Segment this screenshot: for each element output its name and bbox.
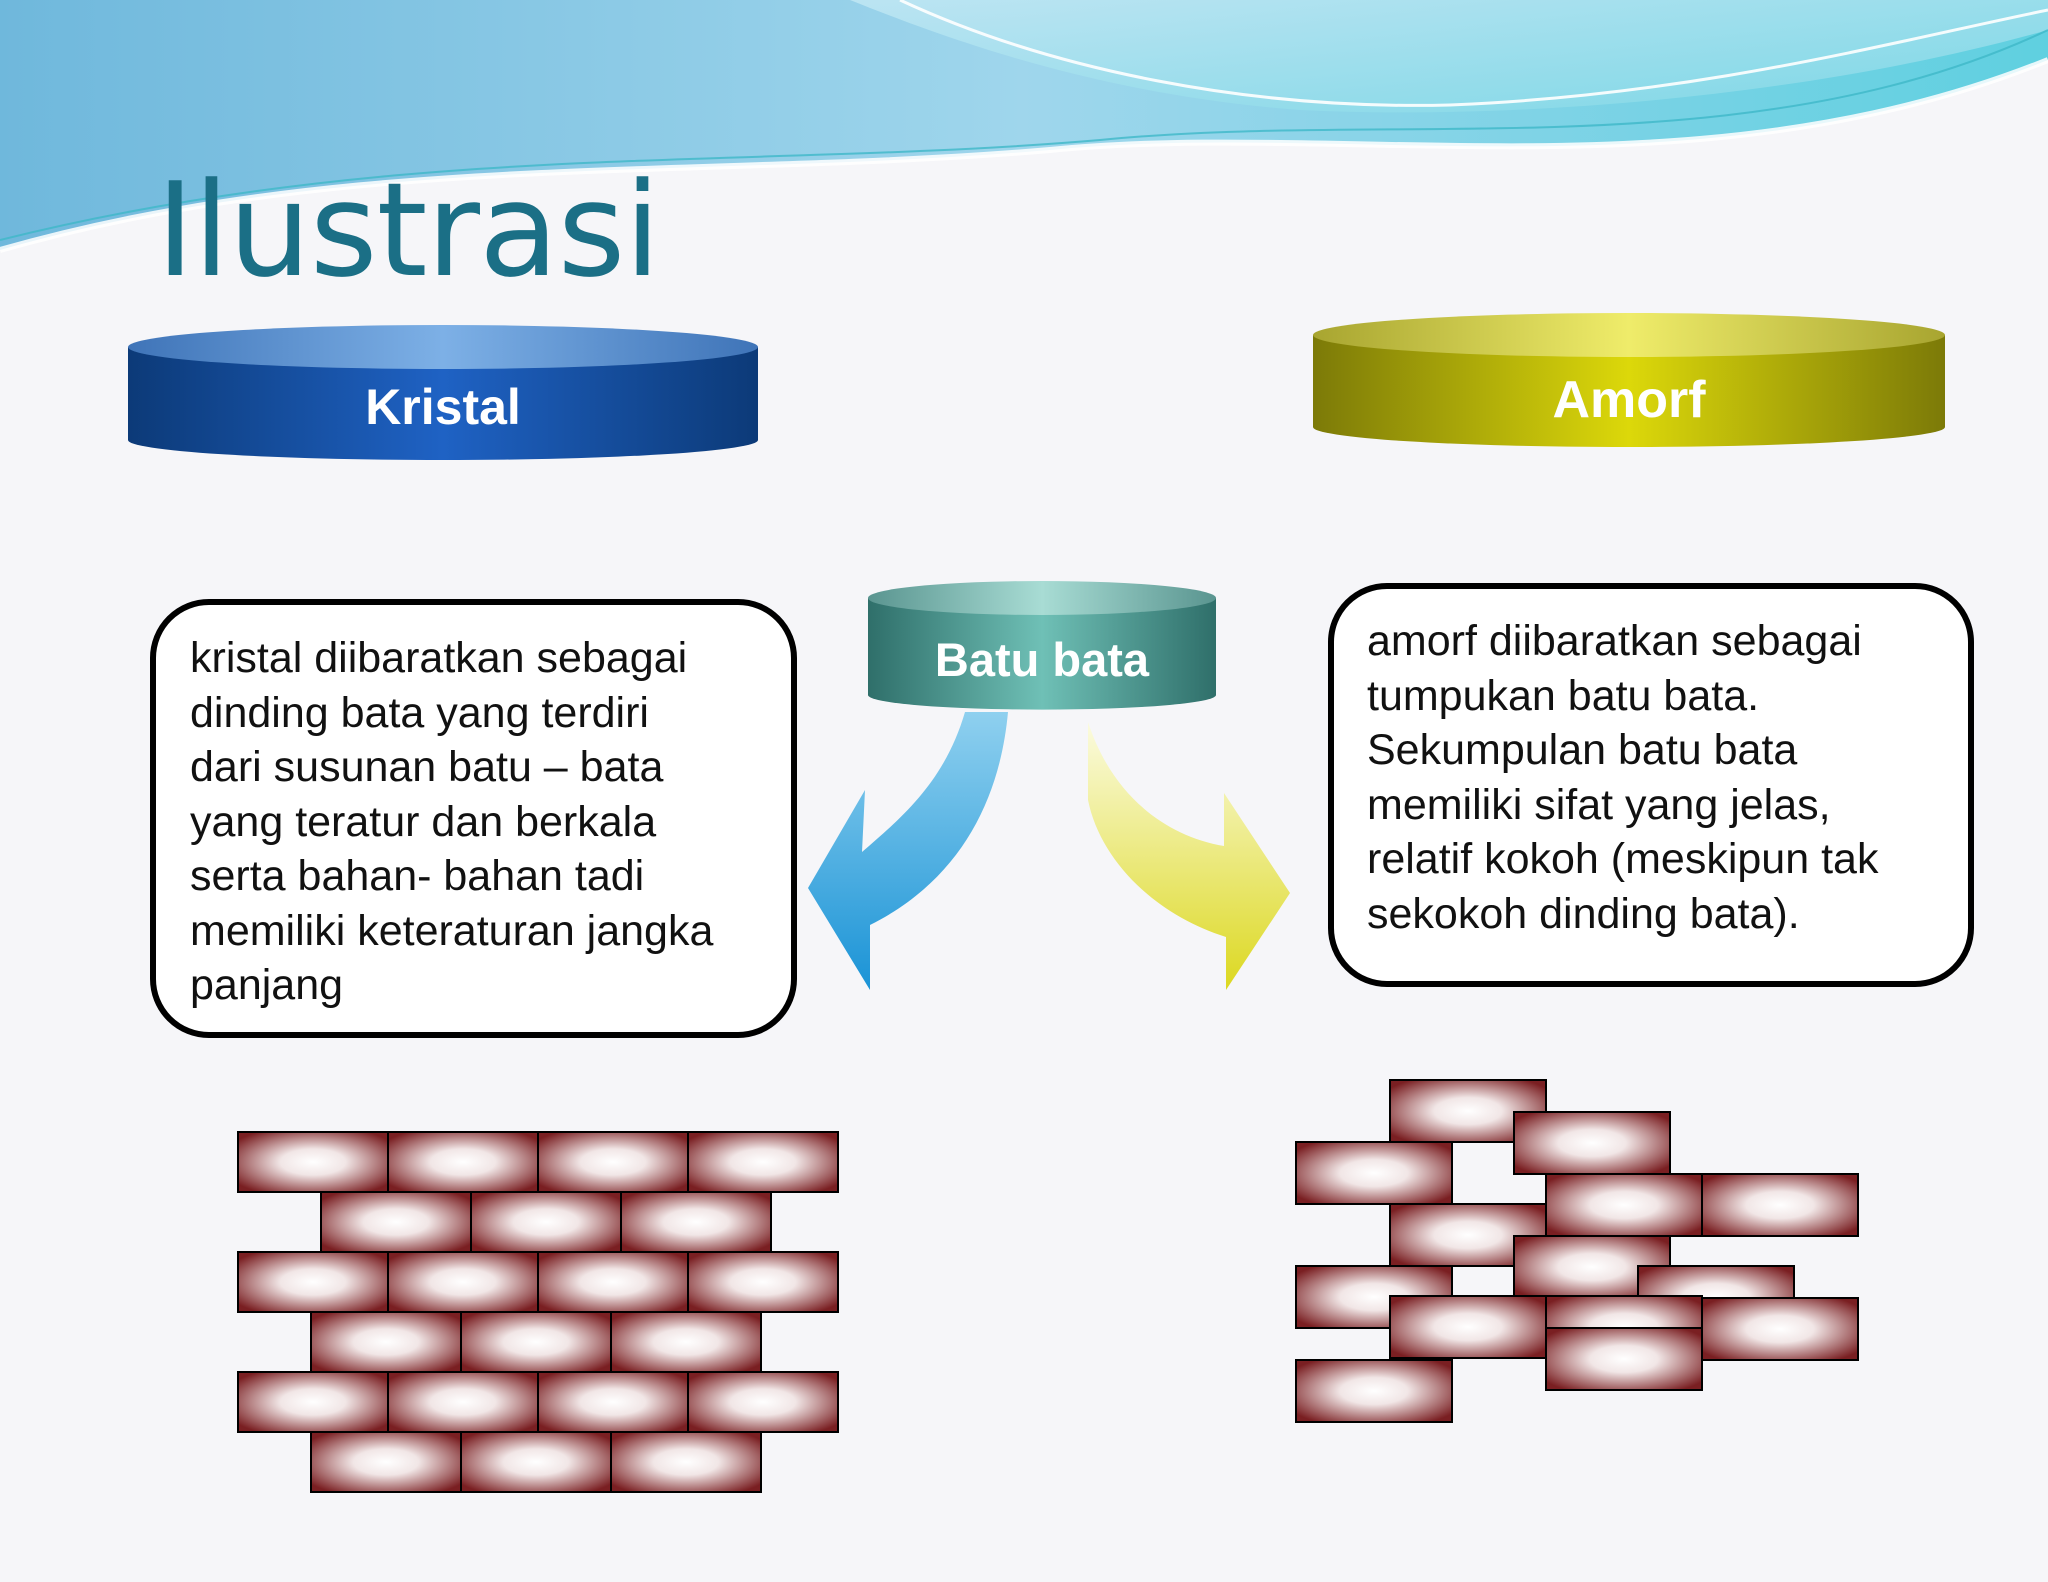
brick xyxy=(320,1191,472,1253)
brick xyxy=(310,1431,462,1493)
brick xyxy=(387,1131,539,1193)
brick xyxy=(610,1431,762,1493)
brick xyxy=(1389,1295,1547,1359)
brick xyxy=(237,1251,389,1313)
brick xyxy=(1295,1141,1453,1205)
amorf-description-line: sekokoh dinding bata). xyxy=(1367,889,1800,938)
brick xyxy=(1701,1297,1859,1361)
amorf-cylinder xyxy=(1313,313,1945,447)
kristal-description-line: memiliki keteraturan jangka xyxy=(190,906,714,955)
amorf-description-line: Sekumpulan batu bata xyxy=(1367,726,1798,774)
kristal-description-line: yang teratur dan berkala xyxy=(190,797,657,846)
kristal-cylinder xyxy=(128,325,758,460)
arrow-right xyxy=(1088,722,1290,990)
brick xyxy=(470,1191,622,1253)
arrow-left xyxy=(808,712,1008,990)
brick xyxy=(460,1431,612,1493)
brick xyxy=(687,1131,839,1193)
brick xyxy=(1545,1173,1703,1237)
header-wave-highlight xyxy=(850,0,2048,113)
kristal-description-line: dinding bata yang terdiri xyxy=(190,688,649,737)
brick xyxy=(687,1371,839,1433)
kristal-label: Kristal xyxy=(365,379,521,435)
kristal-description-line: kristal diibaratkan sebagai xyxy=(190,634,688,682)
kristal-description: kristal diibaratkan sebagai dinding bata… xyxy=(190,631,713,1013)
brick xyxy=(1513,1111,1671,1175)
kristal-description-box xyxy=(150,599,797,1038)
brick xyxy=(1701,1173,1859,1237)
brick xyxy=(1295,1359,1453,1423)
amorf-description-box xyxy=(1328,583,1974,987)
brick xyxy=(1545,1327,1703,1391)
amorf-description-line: tumpukan batu bata. xyxy=(1367,671,1760,720)
amorf-description: amorf diibaratkan sebagai tumpukan batu … xyxy=(1367,614,1878,941)
brick xyxy=(310,1311,462,1373)
batu-bata-label: Batu bata xyxy=(934,633,1150,686)
amorf-description-line: memiliki sifat yang jelas, xyxy=(1367,780,1831,829)
amorf-description-line: amorf diibaratkan sebagai xyxy=(1367,617,1862,665)
brick xyxy=(460,1311,612,1373)
brick xyxy=(237,1131,389,1193)
brick xyxy=(537,1251,689,1313)
brick xyxy=(537,1131,689,1193)
brick xyxy=(610,1311,762,1373)
amorf-description-line: relatif kokoh (meskipun tak xyxy=(1367,835,1879,883)
brick xyxy=(537,1371,689,1433)
brick xyxy=(687,1251,839,1313)
slide-title: Ilustrasi xyxy=(156,154,661,306)
kristal-description-line: dari susunan batu – bata xyxy=(190,743,664,791)
irregular-brick-pile xyxy=(1295,1079,1859,1423)
brick xyxy=(387,1251,539,1313)
batu-bata-cylinder xyxy=(868,581,1216,710)
kristal-description-line: serta bahan- bahan tadi xyxy=(190,852,645,900)
amorf-label: Amorf xyxy=(1552,371,1706,429)
brick xyxy=(620,1191,772,1253)
brick xyxy=(387,1371,539,1433)
regular-brick-wall xyxy=(237,1131,839,1493)
kristal-description-line: panjang xyxy=(190,961,344,1009)
brick xyxy=(237,1371,389,1433)
